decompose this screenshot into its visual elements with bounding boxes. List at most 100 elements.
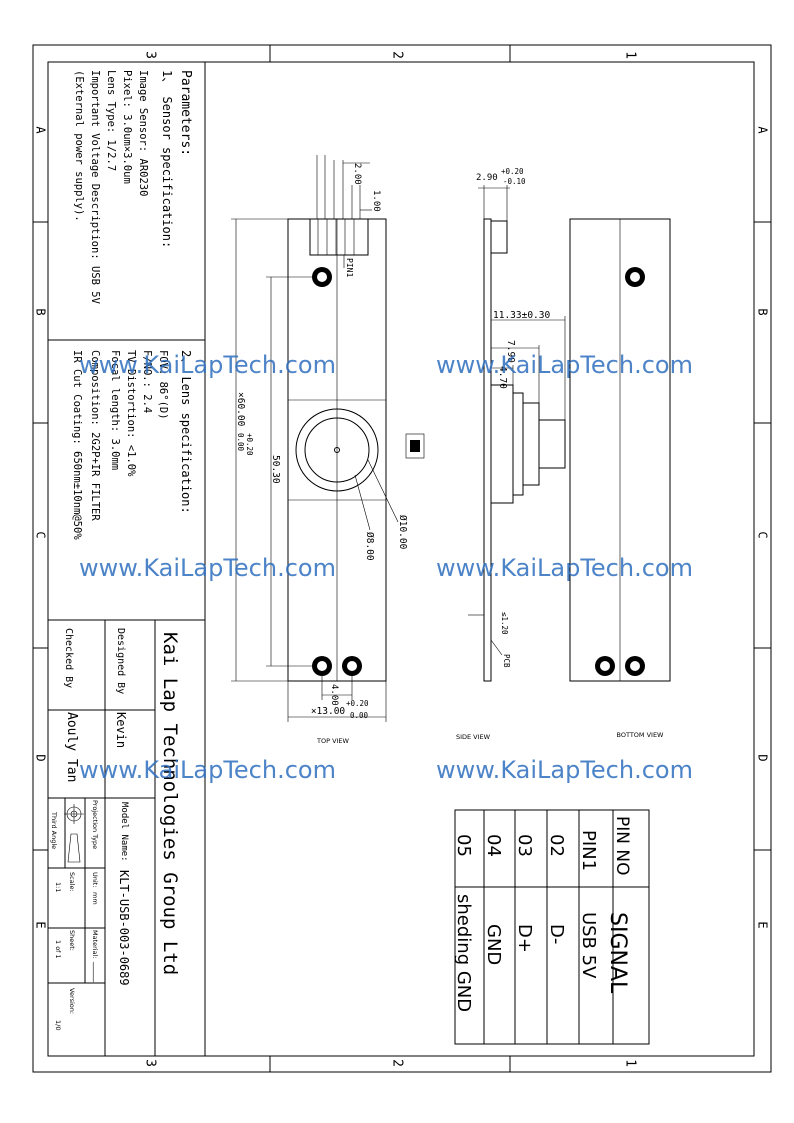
row-label-left-c: C <box>34 531 48 538</box>
checked-by-value: Aouly Tan <box>64 712 79 782</box>
watermark-3: www.KaiLapTech.com <box>79 554 336 582</box>
side-view-pcb <box>483 218 492 682</box>
lens-outer-ring <box>295 408 379 492</box>
version-label: Version: <box>68 988 76 1014</box>
dim-7-90: 7.90 <box>505 340 516 363</box>
component-marking-icon <box>405 433 425 459</box>
pin-table-header-pin: PIN NO <box>612 816 632 875</box>
dim-1-00: 1.00 <box>371 190 381 212</box>
lens-inner-ring <box>304 417 370 483</box>
checked-by-label: Checked By <box>63 628 74 688</box>
row-label-right-b: B <box>756 308 770 315</box>
title-block: Kai Lap Technologies Group Ltd Designed … <box>47 619 206 1057</box>
watermark-1: www.KaiLapTech.com <box>79 351 336 379</box>
dim-13-00: ×13.00 <box>311 706 346 717</box>
row-label-left-d: D <box>34 754 48 761</box>
sheet-label: Sheet: <box>68 930 76 951</box>
dim-dia-10: Ø10.00 <box>397 515 408 550</box>
dim-2-00: 2.00 <box>352 163 362 185</box>
pin-table <box>454 809 650 1045</box>
dim-2-90-tol-minus: -0.10 <box>503 177 526 186</box>
dim-4-70: 4.70 <box>497 366 508 389</box>
params-heading: Parameters: <box>178 70 193 156</box>
col-label-bottom-2: 2 <box>390 1059 405 1067</box>
watermark-5: www.KaiLapTech.com <box>79 756 336 784</box>
lens-line-5: IR Cut Coating: 650nm±10nm@50% <box>71 350 83 540</box>
pin-cell-2-1: D+ <box>514 924 535 953</box>
top-view <box>231 155 399 722</box>
pin-cell-0-0: PIN1 <box>578 830 599 871</box>
sensor-heading: 1、 Sensor specification: <box>160 70 174 248</box>
designed-by-label: Designed By <box>115 628 126 694</box>
row-label-left-b: B <box>34 308 48 315</box>
dim-60-00: ×60.00 <box>235 392 246 427</box>
usb-connector-outline <box>309 218 369 256</box>
col-label-top-2: 2 <box>390 51 405 59</box>
sensor-line-3: Important Voltage Description: USB 5V <box>89 70 101 305</box>
model-name-label: Model Name: <box>119 802 129 862</box>
side-view-usb <box>490 220 508 254</box>
material-value: _____ <box>93 961 102 983</box>
sensor-line-2: Lens Type: 1/2.7 <box>105 70 117 171</box>
sensor-line-1: Pixel: 3.0um×3.0um <box>121 70 133 184</box>
pin1-label: PIN1 <box>345 258 354 277</box>
dim-13-00-tol-plus: +0.20 <box>346 699 369 708</box>
pin-cell-4-0: 05 <box>453 834 474 857</box>
dim-60-00-tol-plus: +0.20 <box>245 433 254 456</box>
pin-cell-3-1: GND <box>483 924 504 965</box>
row-label-left-e: E <box>34 921 48 928</box>
projection-value: Third Angle <box>50 811 58 849</box>
lens-line-4: Composition: 2G2P+IR FILTER <box>89 350 101 521</box>
lens-line-1: F/NO.: 2.4 <box>141 350 153 413</box>
row-label-right-c: C <box>756 531 770 538</box>
dim-2-90: 2.90 <box>476 173 498 183</box>
zone-ticks <box>33 45 771 1072</box>
material-label: Material: <box>91 930 99 959</box>
watermark-4: www.KaiLapTech.com <box>436 554 693 582</box>
col-label-bottom-1: 1 <box>623 1059 638 1067</box>
row-label-right-d: D <box>756 754 770 761</box>
pin-cell-0-1: USB 5V <box>578 912 599 979</box>
lens-line-0: FOV: 86°(D) <box>157 350 169 420</box>
pin-cell-1-1: D- <box>546 924 567 944</box>
dim-50-30: 50.30 <box>270 455 281 484</box>
unit-value: mm <box>91 892 99 905</box>
dim-11-33: 11.33±0.30 <box>493 310 550 321</box>
pin-table-header-signal: SIGNAL <box>605 912 630 994</box>
dim-1-20: ≤1.20 <box>500 612 509 635</box>
dim-2-90-tol-plus: +0.20 <box>501 167 524 176</box>
sensor-line-4: (External power supply). <box>73 70 85 222</box>
dim-dia-8: Ø8.00 <box>364 532 375 561</box>
sheet-value: 1 of 1 <box>54 940 62 959</box>
col-label-top-3: 3 <box>143 51 158 59</box>
col-label-bottom-3: 3 <box>143 1059 158 1067</box>
lens-heading: 2、 Lens specification: <box>179 350 193 514</box>
dim-60-00-tol-minus: 0.00 <box>236 433 245 452</box>
pin-cell-1-0: 02 <box>546 834 567 857</box>
row-label-right-e: E <box>756 921 770 928</box>
watermark-6: www.KaiLapTech.com <box>436 756 693 784</box>
parameters-block: Parameters: 1、 Sensor specification: Ima… <box>47 61 206 621</box>
watermark-2: www.KaiLapTech.com <box>436 351 693 379</box>
pin-cell-4-1: sheding GND <box>453 894 474 1012</box>
row-label-right-a: A <box>756 126 770 134</box>
scale-value: 1:1 <box>54 882 62 892</box>
outer-frame <box>32 44 772 1073</box>
pin-cell-3-0: 04 <box>483 834 504 857</box>
bottom-view <box>569 218 671 682</box>
bottom-view-caption: BOTTOM VIEW <box>617 731 665 739</box>
side-view <box>468 185 566 682</box>
dim-4-00: 4.00 <box>329 684 339 706</box>
company-name: Kai Lap Technologies Group Ltd <box>159 632 181 975</box>
lens-line-3: Focal length: 3.0mm <box>109 350 121 470</box>
designed-by-value: Kevin <box>114 712 128 748</box>
pin-cell-2-0: 03 <box>514 834 535 857</box>
lens-line-2: TV Distortion: <1.0% <box>125 350 137 477</box>
scale-label: Scale: <box>68 872 76 892</box>
projection-label: Projection Type <box>91 800 99 849</box>
version-value: 1/0 <box>54 1020 62 1030</box>
third-angle-projection-icon <box>64 804 84 863</box>
dim-13-00-tol-minus: 0.00 <box>350 711 369 720</box>
side-view-caption: SIDE VIEW <box>456 733 491 741</box>
